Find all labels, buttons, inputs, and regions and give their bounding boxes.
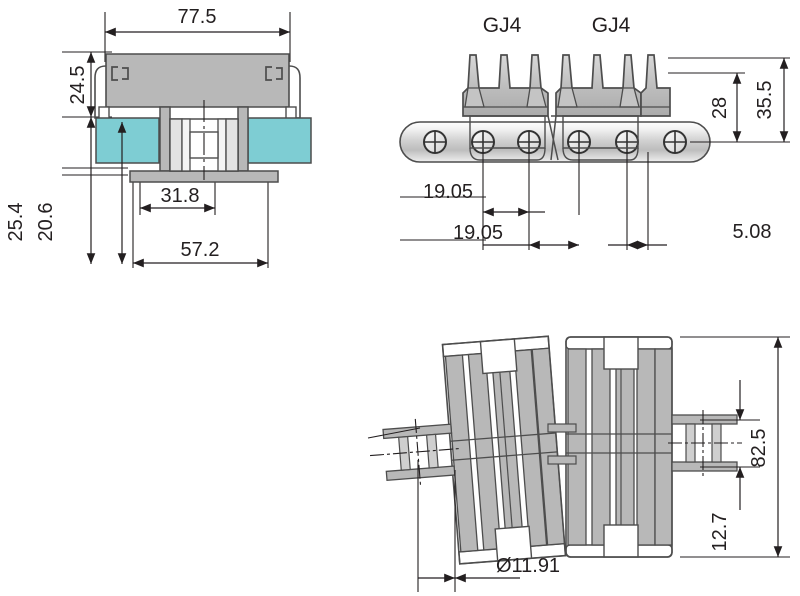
front-section-view: 77.5 24.5 25.4 20.6 31.8 57.2 (5, 6, 312, 268)
dimension-31-8: 31.8 (140, 185, 215, 213)
dimension-19-05-upper-text: 19.05 (423, 181, 473, 203)
chain-plan-view: Ø11.91 82.5 12.7 (367, 335, 790, 592)
wear-strip-right (247, 117, 312, 164)
dimension-25-4: 25.4 (5, 117, 96, 264)
plan-module-left (441, 335, 567, 565)
dimension-35-5-text: 35.5 (754, 81, 776, 120)
dimension-20-6: 20.6 (35, 122, 127, 264)
dimension-12-7: 12.7 (709, 380, 745, 552)
dimension-dia-11-91: Ø11.91 (418, 555, 560, 583)
chain-witness-lines (400, 57, 790, 250)
dimension-77-5: 77.5 (105, 6, 290, 37)
finger-module-tail (640, 54, 671, 117)
dimension-35-5: 35.5 (754, 57, 789, 142)
plan-pin-bar-middle (547, 423, 577, 465)
slider-top-block (94, 53, 301, 119)
dimension-20-6-text: 20.6 (35, 203, 57, 242)
finger-module-left (462, 54, 549, 161)
dimension-dia-11-91-text: Ø11.91 (496, 555, 560, 577)
dimension-77-5-text: 77.5 (178, 6, 217, 28)
dimension-57-2-text: 57.2 (181, 239, 220, 261)
dimension-31-8-text: 31.8 (161, 185, 200, 207)
dimension-28: 28 (709, 73, 742, 142)
dimension-5-08: 5.08 (608, 221, 772, 250)
dimension-19-05-lower: 19.05 (453, 222, 579, 250)
plan-module-right (565, 336, 673, 558)
dimension-5-08-text: 5.08 (733, 221, 772, 243)
wear-strip-left (95, 117, 160, 164)
module-separators (547, 115, 559, 161)
dimension-57-2: 57.2 (133, 239, 268, 268)
clip-detail-right (265, 66, 283, 81)
rail-flanges (98, 106, 297, 120)
finger-module-right (555, 54, 642, 161)
dimension-24-5: 24.5 (67, 51, 96, 117)
clip-detail-left (111, 66, 129, 81)
dimension-12-7-text: 12.7 (709, 513, 731, 552)
plan-leader-line (367, 427, 421, 439)
dimension-25-4-text: 25.4 (5, 203, 27, 242)
dimension-24-5-text: 24.5 (67, 66, 89, 105)
chain-side-view: GJ4 GJ4 (399, 14, 790, 250)
dimension-82-5-text: 82.5 (748, 429, 770, 468)
plan-pin-cluster-left (369, 418, 460, 487)
dimension-82-5: 82.5 (748, 337, 783, 557)
plan-witness-lines (417, 336, 790, 592)
label-gj4-left: GJ4 (483, 14, 522, 37)
dimension-19-05-lower-text: 19.05 (453, 222, 503, 244)
label-gj4-right: GJ4 (592, 14, 631, 37)
dimension-19-05-upper: 19.05 (423, 181, 545, 217)
dimension-28-text: 28 (709, 97, 731, 119)
